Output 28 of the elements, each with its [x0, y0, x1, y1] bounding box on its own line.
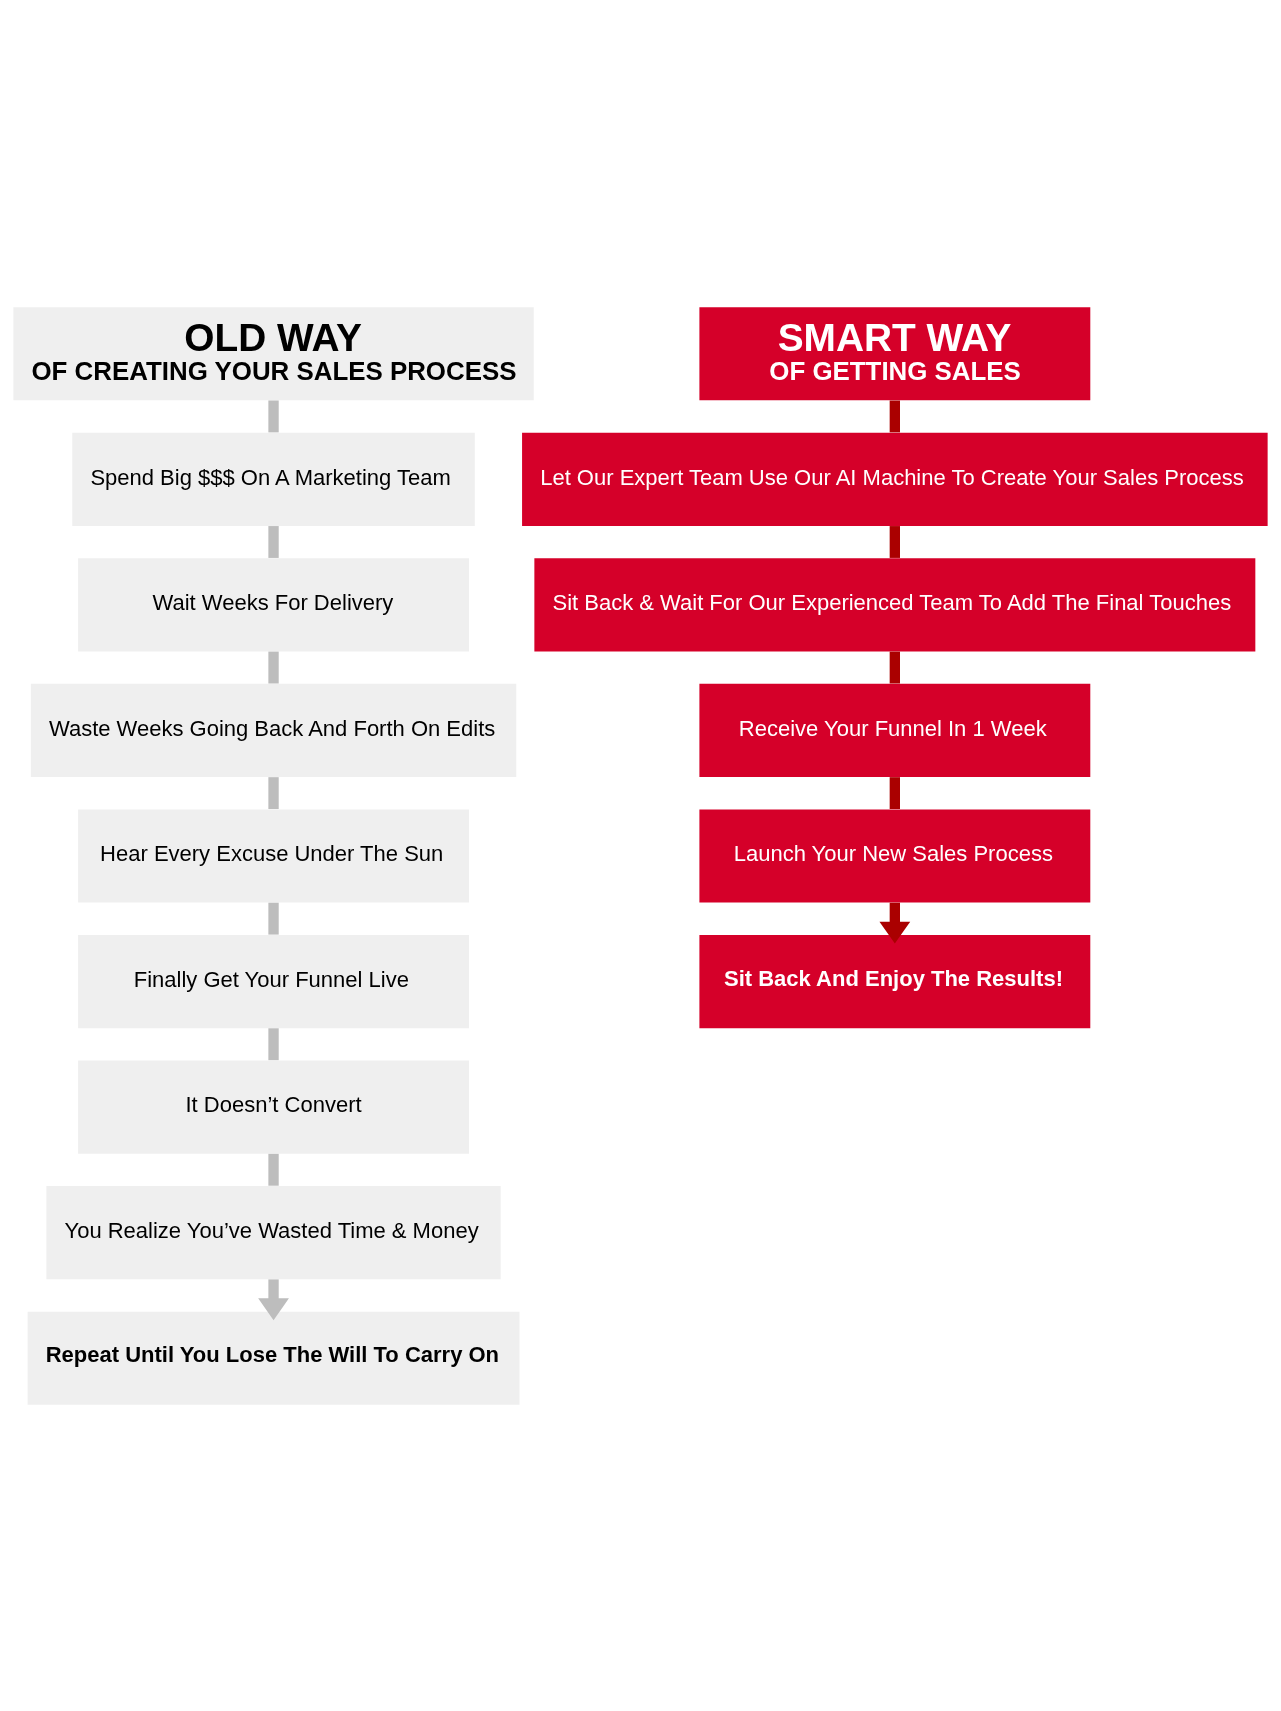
connector: [268, 902, 279, 935]
connector: [889, 776, 901, 809]
node-box: Repeat Until You Lose The Will To Carry On: [27, 1311, 520, 1405]
node-box: Hear Every Excuse Under The Sun: [78, 808, 469, 903]
node-box: Sit Back & Wait For Our Experienced Team To Add The Final Touches: [534, 557, 1256, 651]
connector: [268, 1153, 279, 1186]
node-box: Waste Weeks Going Back And Forth On Edits: [30, 683, 517, 777]
arrow: [879, 902, 911, 944]
connector: [268, 400, 279, 432]
connector: [889, 525, 901, 558]
node-box: It Doesn’t Convert: [78, 1060, 469, 1154]
connector: [268, 525, 279, 558]
node-box: You Realize You’ve Wasted Time & Money: [46, 1185, 501, 1279]
connector: [268, 1027, 279, 1060]
node-box: Spend Big $$$ On A Marketing Team: [72, 432, 475, 526]
connector: [268, 776, 279, 809]
node-box: Finally Get Your Funnel Live: [78, 934, 469, 1028]
node-box: SMART WAY OF GETTING SALES: [699, 306, 1091, 400]
node-box: OLD WAY OF CREATING YOUR SALES PROCESS: [13, 306, 534, 400]
node-box: Sit Back And Enjoy The Results!: [699, 934, 1091, 1028]
connector: [268, 651, 279, 683]
node-box: Wait Weeks For Delivery: [78, 557, 469, 651]
connector: [889, 400, 901, 432]
node-box: Receive Your Funnel In 1 Week: [699, 683, 1091, 777]
connector: [889, 651, 901, 683]
node-box: Let Our Expert Team Use Our AI Machine To Create Your Sales Process: [522, 432, 1268, 526]
node-box: Launch Your New Sales Process: [699, 808, 1091, 903]
arrow: [258, 1278, 289, 1320]
